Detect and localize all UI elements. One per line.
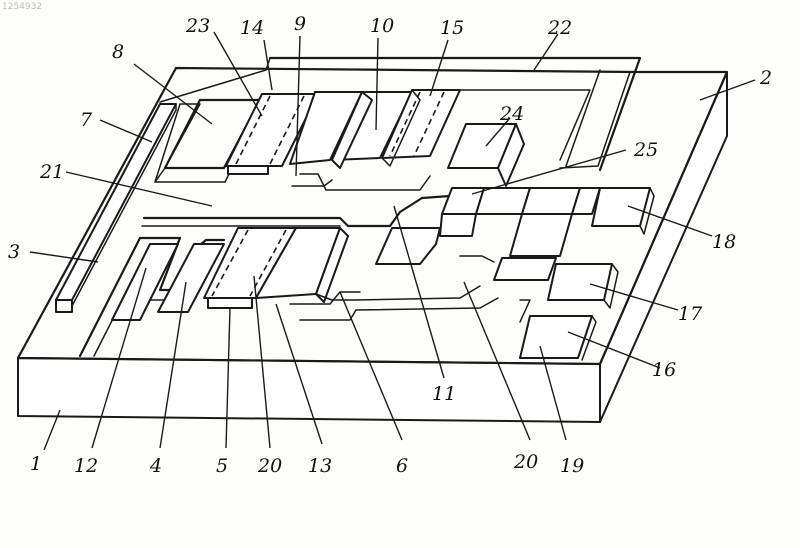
label-20-right: 20 [513, 451, 538, 473]
label-7: 7 [80, 109, 93, 131]
label-12: 12 [74, 455, 98, 477]
label-2: 2 [759, 67, 772, 89]
watermark-text: 1254932 [2, 2, 42, 12]
label-9: 9 [294, 13, 306, 35]
upper-region [155, 90, 590, 190]
pad-17 [548, 264, 612, 300]
label-16: 16 [652, 359, 676, 381]
label-5: 5 [216, 455, 228, 477]
label-22: 22 [547, 17, 572, 39]
label-14: 14 [240, 17, 264, 39]
label-21: 21 [39, 161, 64, 183]
label-8: 8 [112, 41, 124, 63]
label-15: 15 [440, 17, 464, 39]
middle-block-11 [376, 228, 440, 264]
label-13: 13 [308, 455, 332, 477]
label-11: 11 [432, 383, 456, 405]
substrate-front-face [18, 358, 600, 422]
label-3: 3 [8, 241, 20, 263]
label-4: 4 [149, 455, 162, 477]
label-24: 24 [499, 103, 524, 125]
label-23: 23 [185, 15, 210, 37]
pad-18 [592, 188, 650, 226]
label-17: 17 [678, 303, 703, 325]
label-20-lower: 20 [257, 455, 282, 477]
label-1: 1 [30, 453, 42, 475]
label-10: 10 [370, 15, 394, 37]
label-6: 6 [396, 455, 408, 477]
label-25: 25 [633, 139, 658, 161]
label-18: 18 [712, 231, 736, 253]
label-19: 19 [560, 455, 584, 477]
